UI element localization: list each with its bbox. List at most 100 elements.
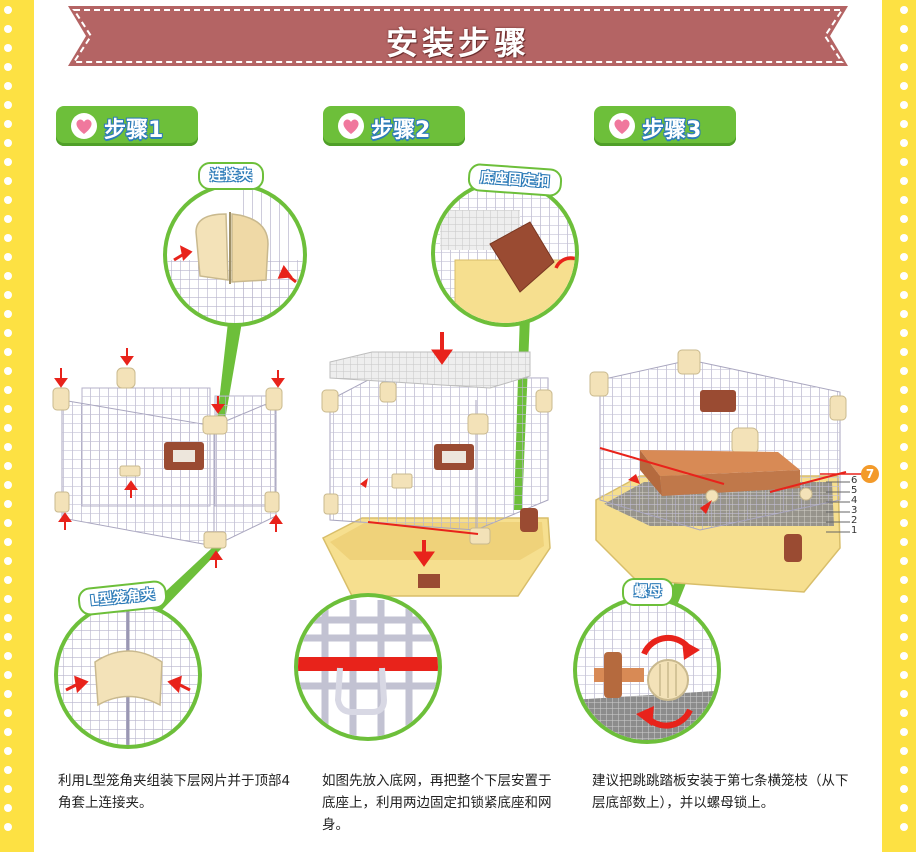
stripe-dot [4, 614, 12, 622]
stripe-dot [4, 405, 12, 413]
stripe-dot [900, 424, 908, 432]
right-decorative-stripe [882, 0, 916, 852]
step-3-illustration [573, 349, 862, 744]
stripe-dot [900, 671, 908, 679]
title-banner: 安装步骤 [68, 6, 848, 66]
stripe-dot [900, 6, 908, 14]
stripe-dot [900, 177, 908, 185]
stripe-dot [900, 804, 908, 812]
stripe-dot [4, 633, 12, 641]
stripe-dot [900, 785, 908, 793]
stripe-dot [900, 367, 908, 375]
stripe-dot [900, 215, 908, 223]
stripe-dot [4, 82, 12, 90]
stripe-dot [900, 25, 908, 33]
stripe-dot [900, 348, 908, 356]
stripe-dot [4, 557, 12, 565]
stripe-dot [900, 329, 908, 337]
stripe-dot [4, 747, 12, 755]
stripe-dot [900, 291, 908, 299]
step-1-illustration [52, 183, 307, 749]
stripe-dot [4, 272, 12, 280]
stripe-dot [900, 519, 908, 527]
stripe-dot [900, 823, 908, 831]
rung-number: 4 [851, 495, 858, 506]
stripe-dot [900, 120, 908, 128]
page-title: 安装步骤 [385, 24, 530, 62]
stripe-dot [900, 728, 908, 736]
stripe-dot [900, 652, 908, 660]
stripe-dot [900, 709, 908, 717]
stripe-dot [4, 6, 12, 14]
stripe-dot [900, 557, 908, 565]
stripe-dot [900, 462, 908, 470]
stripe-dot [900, 766, 908, 774]
stripe-dot [4, 120, 12, 128]
stripe-dot [4, 462, 12, 470]
heart-icon [71, 113, 97, 139]
stripe-dot [4, 443, 12, 451]
rung-number: 1 [851, 525, 858, 536]
stripe-dot [4, 652, 12, 660]
stripe-dot [4, 671, 12, 679]
stripe-dot [4, 196, 12, 204]
stripe-dot [900, 253, 908, 261]
stripe-dot [900, 310, 908, 318]
stripe-dot [900, 139, 908, 147]
stripe-dot [900, 82, 908, 90]
stripe-dot [4, 177, 12, 185]
stripe-dot [4, 329, 12, 337]
rung-seven-badge: 7 [861, 465, 879, 483]
stripe-dot [4, 785, 12, 793]
stripe-dot [4, 595, 12, 603]
stripe-dot [900, 101, 908, 109]
stripe-dot [4, 823, 12, 831]
stripe-dot [4, 424, 12, 432]
step-1-header: 步骤1 [56, 106, 198, 146]
stripe-dot [900, 481, 908, 489]
stripe-dot [900, 234, 908, 242]
stripe-dot [4, 44, 12, 52]
stripe-dot [900, 538, 908, 546]
stripe-dot [4, 253, 12, 261]
stripe-dot [900, 576, 908, 584]
left-decorative-stripe [0, 0, 34, 852]
stripe-dot [4, 63, 12, 71]
stripe-dot [900, 44, 908, 52]
stripe-dot [4, 481, 12, 489]
step-3-label: 步骤3 [642, 118, 702, 143]
stripe-dot [900, 690, 908, 698]
stripe-dot [900, 63, 908, 71]
stripe-dot [4, 804, 12, 812]
step-2-illustration [294, 179, 579, 741]
stripe-dot [900, 500, 908, 508]
heart-icon [338, 113, 364, 139]
stripe-dot [4, 728, 12, 736]
stripe-dot [4, 386, 12, 394]
step-1-description: 利用L型笼角夹组装下层网片并于顶部4角套上连接夹。 [58, 773, 291, 811]
stripe-dot [4, 538, 12, 546]
step-1-label: 步骤1 [104, 118, 164, 143]
stripe-dot [900, 405, 908, 413]
callout-nut: 螺母 [622, 578, 674, 606]
stripe-dot [900, 614, 908, 622]
stripe-dot [4, 139, 12, 147]
step-2-header: 步骤2 [323, 106, 465, 146]
stripe-dot [900, 196, 908, 204]
step-3-description: 建议把跳跳踏板安装于第七条横笼枝（从下层底部数上），并以螺母锁上。 [592, 773, 849, 811]
stripe-dot [900, 386, 908, 394]
stripe-dot [4, 709, 12, 717]
stripe-dot [4, 25, 12, 33]
step-2-label: 步骤2 [371, 118, 431, 143]
stripe-dot [4, 291, 12, 299]
stripe-dot [900, 595, 908, 603]
rung-number: 3 [851, 505, 858, 516]
stripe-dot [4, 766, 12, 774]
stripe-dot [900, 158, 908, 166]
stripe-dot [4, 348, 12, 356]
stripe-dot [4, 690, 12, 698]
stripe-dot [4, 158, 12, 166]
rung-number-list: 6 5 4 3 2 1 [851, 476, 857, 536]
stripe-dot [4, 576, 12, 584]
